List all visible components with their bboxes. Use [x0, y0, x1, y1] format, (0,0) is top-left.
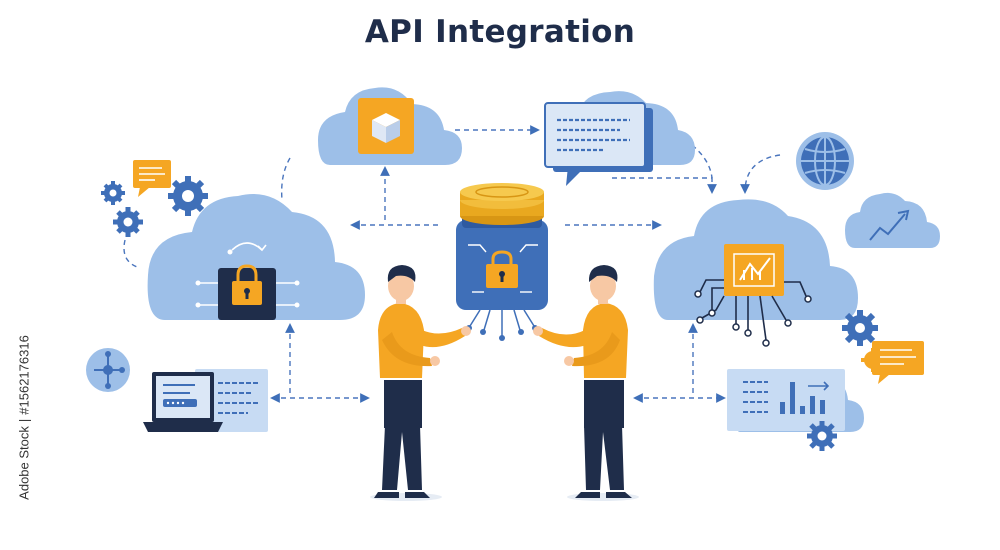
message-icon — [133, 160, 171, 197]
cloud-top-center — [318, 87, 462, 165]
gear-icon — [101, 181, 125, 205]
coin-stack — [460, 183, 544, 225]
watermark-separator: | — [16, 418, 32, 423]
laptop-icon — [143, 372, 223, 432]
connector-lines — [123, 125, 781, 403]
cloud-bar-chart — [727, 369, 864, 451]
gear-icon — [807, 421, 837, 451]
gear-network-icon — [86, 348, 130, 392]
watermark-label: Adobe Stock | #1562176316 — [17, 328, 32, 508]
bar-chart-icon — [780, 382, 825, 414]
message-icon — [872, 341, 924, 384]
watermark-id: #1562176316 — [16, 335, 32, 415]
cloud-chat — [544, 91, 695, 186]
lock-icon — [232, 264, 262, 305]
trend-chart-icon — [869, 213, 906, 241]
trend-chart-icon — [733, 253, 775, 287]
chat-bubble-icon — [544, 102, 653, 186]
cloud-left — [147, 194, 365, 320]
box-icon — [372, 113, 400, 143]
gear-icon — [113, 207, 143, 237]
gear-icon — [842, 310, 878, 346]
chip-icon — [469, 309, 535, 336]
person-icon — [370, 265, 471, 501]
person-icon — [533, 265, 639, 501]
globe-icon — [796, 132, 854, 190]
trend-cloud — [845, 192, 940, 248]
gear-icon — [168, 176, 208, 216]
page-title: API Integration — [364, 14, 636, 50]
cloud-right — [653, 199, 858, 347]
watermark-brand: Adobe Stock — [16, 426, 32, 500]
database-icon — [456, 183, 548, 310]
